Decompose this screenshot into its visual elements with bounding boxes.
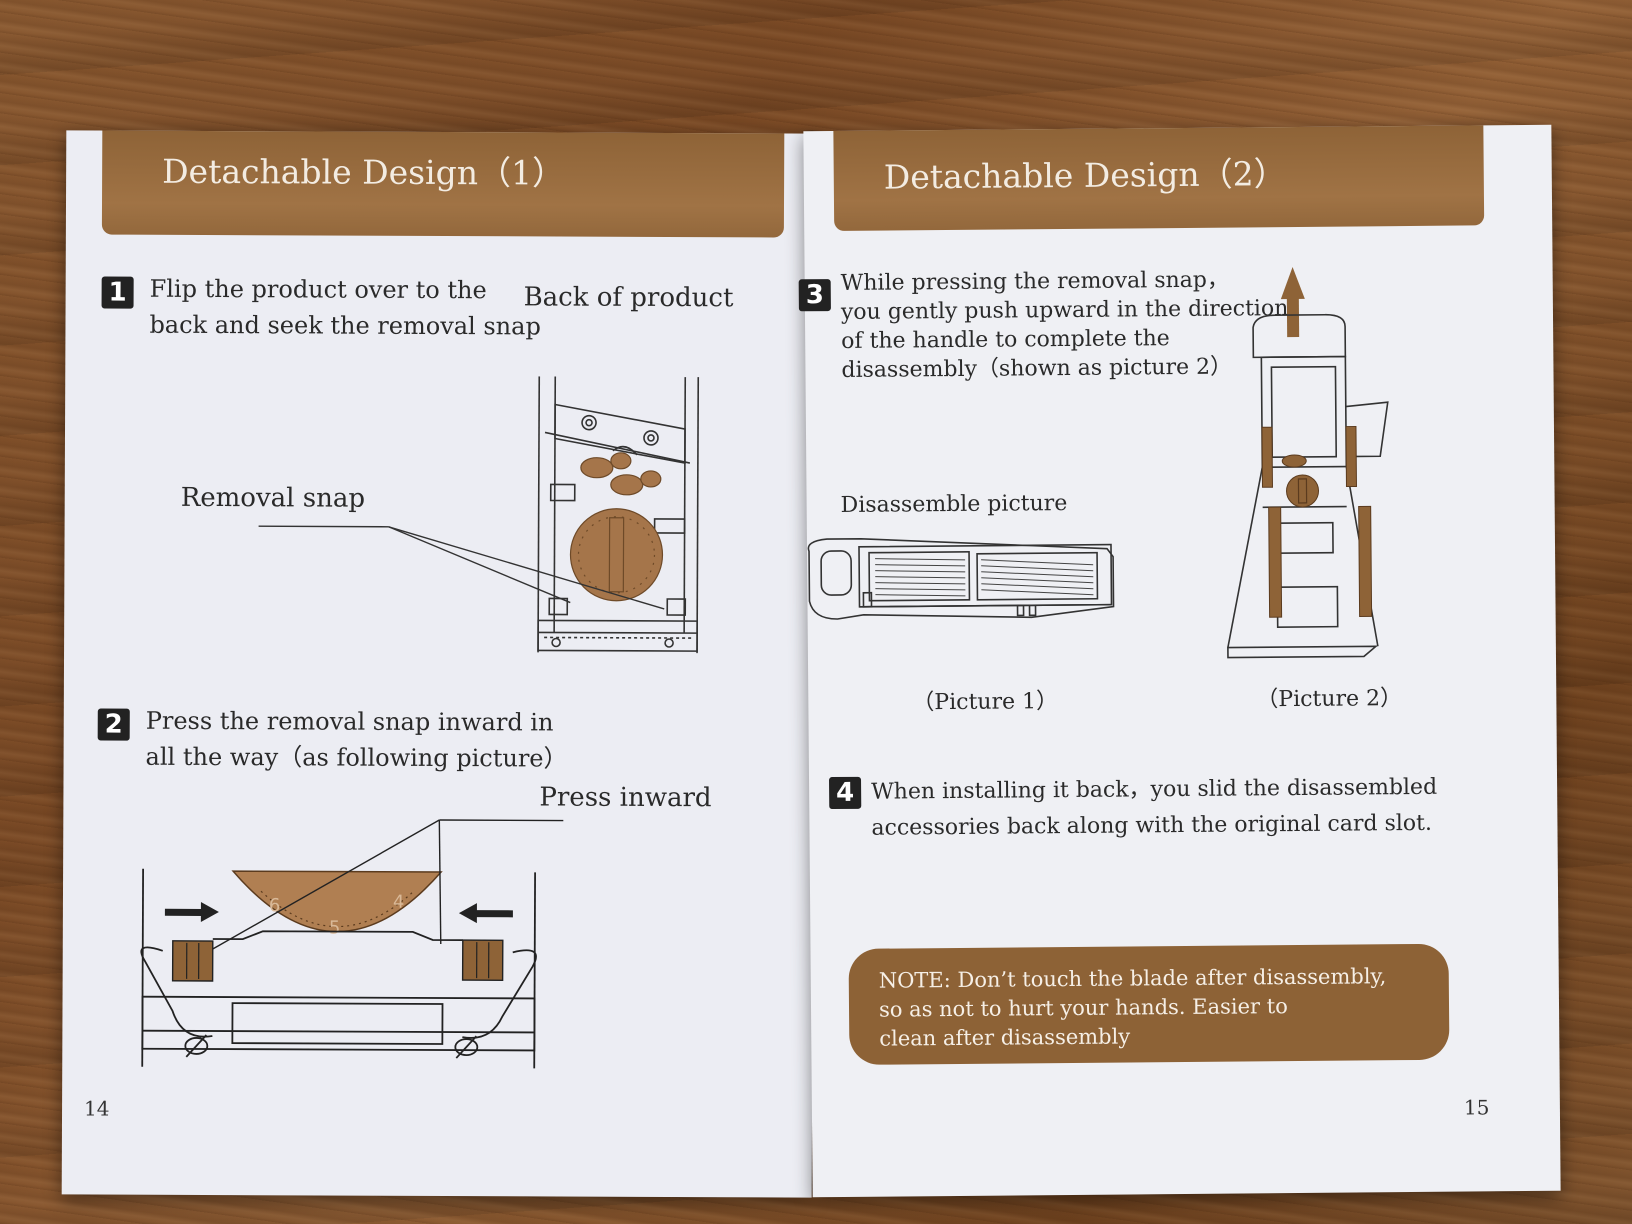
- picture2-caption: （Picture 2）: [1256, 686, 1403, 713]
- back-of-product-illustration: [258, 376, 700, 654]
- dial-number: 4: [393, 892, 405, 913]
- dial-number: 5: [329, 918, 341, 939]
- left-page: Detachable Design（1） 1 Flip the product …: [61, 130, 817, 1198]
- step-number-badge: 4: [828, 776, 862, 810]
- picture2-illustration: [1227, 267, 1389, 659]
- picture1-caption: （Picture 1）: [912, 689, 1059, 716]
- press-inward-illustration: 6 5 4: [140, 819, 564, 1069]
- step4-text: When installing it back，you slid the dis…: [871, 774, 1438, 841]
- right-page: Detachable Design（2） 3 While pressing th…: [798, 124, 1561, 1198]
- safety-note-box: NOTE: Don’t touch the blade after disass…: [848, 943, 1450, 1065]
- dial-number: 6: [269, 895, 281, 916]
- page-number: 15: [1463, 1095, 1490, 1120]
- page-number: 14: [84, 1096, 110, 1121]
- picture1-illustration: [807, 537, 1115, 620]
